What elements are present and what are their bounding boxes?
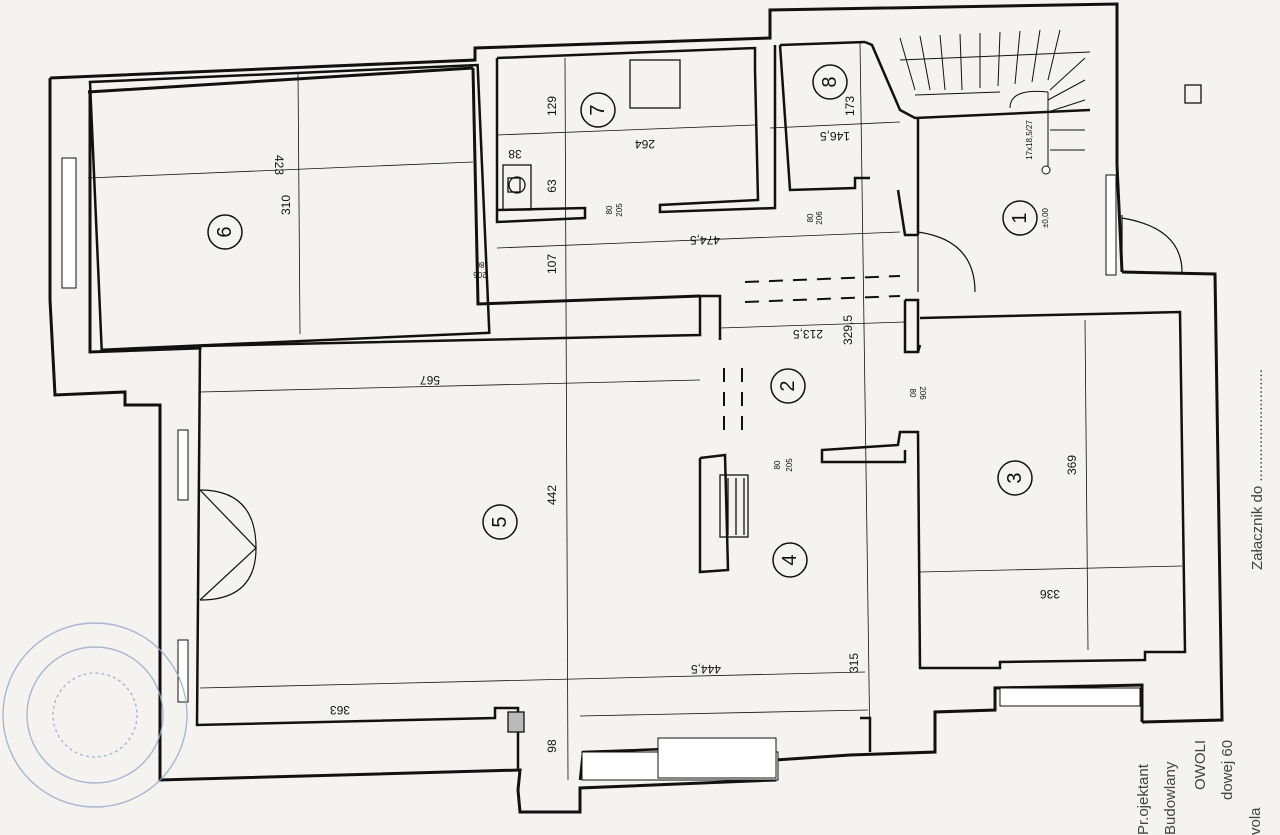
radiator [507,84,1202,733]
door-b-width: 80 [773,460,782,469]
room-number-1: 1 [1009,212,1031,223]
door-e-height: 206 [918,386,927,400]
door-c-height: 206 [473,270,487,279]
dimension-lines [87,41,1183,781]
dim-329-5: 329,5 [841,315,855,345]
margin-notes: Załacznik do ...........................… [1135,369,1266,835]
interior-walls [88,40,1187,781]
dim-474-5: 474,5 [690,233,720,247]
dim-38: 38 [508,147,522,161]
staircase [899,29,1091,175]
room-markers [207,64,1038,578]
dim-213-5: 213,5 [793,327,823,341]
dashed-openings [723,275,901,438]
room-number-4: 4 [779,554,801,565]
room-number-3: 3 [1004,472,1026,483]
room-marker-3 [997,460,1033,496]
room-marker-6 [207,214,243,250]
dim-173: 173 [843,96,857,116]
dim-107: 107 [545,254,559,274]
door-c-width: 80 [475,260,484,269]
door-labels: 80 205 80 205 80 206 80 206 80 206 [473,203,927,472]
designer-line-4: dowej 60 [1219,740,1236,800]
dim-444-5: 444,5 [691,662,721,676]
room-marker-8 [812,64,848,100]
door-b-height: 205 [785,458,794,472]
dim-369: 369 [1065,455,1079,475]
room-number-5: 5 [489,516,511,527]
attachment-note: Załacznik do ........................... [1249,369,1266,570]
dim-363: 363 [330,703,350,717]
dim-146-5: 146,5 [820,129,850,143]
room-marker-4 [772,542,808,578]
room-number-2: 2 [777,380,799,391]
designer-line-2: Budowlany [1162,761,1179,835]
room-marker-2 [770,368,806,404]
room-marker-1 [1002,200,1038,236]
designer-line-3: OWOLI [1192,740,1209,790]
room-marker-7 [580,92,616,128]
door-a-height: 205 [615,203,624,217]
bathroom-fixtures [502,59,681,211]
room-number-7: 7 [587,104,609,115]
dimension-labels: 423 310 129 264 38 63 173 146,5 474,5 10… [272,96,1079,753]
dim-336: 336 [1040,587,1060,601]
doors [199,215,1183,601]
door-a-width: 80 [605,205,614,214]
dim-310: 310 [279,195,293,215]
dim-567: 567 [420,373,440,387]
dim-442: 442 [545,485,559,505]
level-label: ±0,00 [1041,207,1050,228]
room-number-8: 8 [819,76,841,87]
stairs-label: 17x18,5/27 [1025,120,1034,160]
door-d-width: 80 [806,213,815,222]
room-number-6: 6 [214,226,236,237]
dim-423: 423 [272,155,286,175]
designer-line-5: vola [1247,807,1264,835]
dim-63: 63 [545,179,559,193]
door-e-width: 80 [908,389,917,398]
designer-line-1: Pr.ojektant [1135,763,1152,835]
windows [61,157,1141,781]
dim-129: 129 [545,96,559,116]
dim-98: 98 [545,739,559,753]
room-marker-5 [482,504,518,540]
official-stamp [2,622,188,808]
door-d-height: 206 [815,211,824,225]
dim-315: 315 [847,653,861,673]
dim-264: 264 [635,137,655,151]
